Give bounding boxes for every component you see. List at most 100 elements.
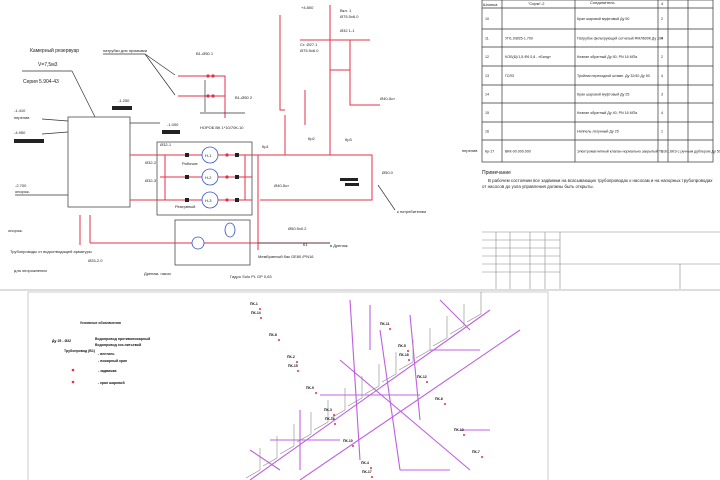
table-cell-name: Патрубок фильтрующий сетчатый ФМЛ600К Ду… [577, 37, 663, 41]
top-label: Ø32 1-1 [340, 28, 355, 33]
pipe-segment [449, 325, 465, 335]
valve-tag: Кр3 [345, 137, 353, 142]
pipe-label: Ø32-1 [160, 142, 172, 147]
svg-text:4: 4 [661, 1, 664, 6]
riser-tag: ПК-5 [398, 344, 406, 348]
top-label: Ø40-5ст [380, 96, 395, 101]
table-cell-name: Клапан обратный Ду 50, PN 16 МПа [577, 55, 637, 59]
k1-label: К1 [303, 242, 308, 247]
pipe-label: Ø25-2.0 [88, 258, 103, 263]
table-cell-qty: 1 [661, 130, 663, 134]
fire-hydrant-icon [260, 317, 262, 319]
table-cell-qty: 2 [661, 55, 663, 59]
riser-tag: ПК-10 [343, 439, 353, 443]
level-label: -4.950 [14, 130, 26, 135]
pipe-segment [245, 469, 261, 479]
pipe-label: В1-Ø50 2 [235, 95, 253, 100]
pipe-segment [296, 433, 312, 443]
fire-hydrant-icon [296, 361, 298, 363]
table-cell-designation: УП1.0/Ø25-1.700 [505, 37, 533, 41]
pump: Н-3 [201, 191, 219, 209]
table-cell-designation: KOБ(Б)/1,5-Ф6 0,8 - «Билд» [505, 55, 551, 59]
left-note: для опорожнения [14, 268, 47, 273]
valve-tag: Кр2 [308, 136, 316, 141]
svg-text:- пожарный кран: - пожарный кран [98, 359, 127, 363]
drain-pump-label: Дренаж. насос [144, 271, 171, 276]
fire-hydrant-icon [408, 359, 410, 361]
level-note: опорож. [8, 228, 23, 233]
axonometric-pipe-network: ПК-1ПК-2ПК-3ПК-4ПК-5ПК-6ПК-7ПК-8ПК-9ПК-1… [245, 292, 521, 480]
svg-text:- вентиль: - вентиль [98, 352, 115, 356]
top-label: Ø75.5х6.0 [340, 14, 359, 19]
riser-tag: ПК-3 [324, 408, 332, 412]
riser-tag: ПК-14 [251, 311, 261, 315]
notes-text: В рабочем состоянии все задвижки на всас… [482, 178, 713, 189]
riser-tag: ПК-13 [454, 428, 464, 432]
tank [67, 116, 131, 208]
svg-text:Соединитель: Соединитель [590, 0, 615, 5]
pipe-segment [381, 373, 397, 383]
pump-group-label: НОРОБ ВК 1*10/70К-10 [200, 125, 244, 130]
table-cell-pos: 15 [485, 111, 489, 115]
table-cell-name: Клапан обратный Ду 40, PN 16 МПа [577, 111, 637, 115]
fire-hydrant-icon [370, 467, 372, 469]
pipe-segment [313, 421, 329, 431]
level-label: -1.250 [118, 98, 130, 103]
level-label: -1.410 [14, 108, 26, 113]
level-note: опорож. [15, 189, 30, 194]
valve-tag: Кр1 [262, 144, 270, 149]
fire-hydrant-icon [334, 423, 336, 425]
table-row: 16 Ниппель латунный Ду 25 1 [485, 130, 663, 134]
pump-reserve-label: Резервный [175, 204, 195, 209]
riser-tag: ПК-8 [269, 333, 277, 337]
top-label: Ст. Ø27.1 [300, 42, 318, 47]
riser-tag: ПК-17 [362, 470, 372, 474]
svg-text:Водопровод хоз-питьевой: Водопровод хоз-питьевой [95, 343, 141, 347]
table-cell-name: Электромагнитный клапан нормально закрыт… [577, 150, 720, 154]
fire-hydrant-icon [463, 434, 465, 436]
riser-tag: ПК-4 [361, 461, 369, 465]
to-network-label: в Дренаж [330, 243, 348, 248]
pipe-label: Ø40-5ст [274, 183, 289, 188]
fire-hydrant-icon [389, 328, 391, 330]
fire-hydrant-icon [444, 403, 446, 405]
table-cell-pos: 14 [485, 93, 489, 97]
fire-hydrant-icon [315, 392, 317, 394]
pump-group-frame [156, 141, 253, 216]
table-cell-qty: 3 [661, 93, 663, 97]
pipe-segment [262, 457, 278, 467]
title-block [482, 231, 720, 290]
riser-tag: ПК-18 [399, 353, 409, 357]
membrane-tank-label: Мембранный бак GE80 /PN16 [258, 254, 314, 259]
pipe-segment [432, 337, 448, 347]
table-cell-name: Кран шаровой муфтовый Ду 25 [577, 93, 629, 97]
table-cell-name: Кран шаровой муфтовый Ду 50 [577, 17, 629, 21]
table-cell-pos: 16 [485, 130, 489, 134]
drain-pump [191, 236, 205, 250]
table-cell-designation: ГОЛЗ [505, 74, 514, 78]
svg-text:Шпонка: Шпонка [483, 2, 498, 7]
pipe-segment [379, 329, 401, 471]
riser-tag: ПК-9 [306, 386, 314, 390]
tank-series: Серия 5.904-43 [23, 79, 59, 85]
table-cell-pos: 10 [485, 17, 489, 21]
axonometry-legend: Условные обозначения Ду 25 - Ø32 Водопро… [52, 321, 150, 385]
notes-title: Примечание [482, 170, 511, 176]
pipe-segment [466, 313, 482, 323]
fire-hydrant-icon [297, 370, 299, 372]
table-cell-name: Ниппель латунный Ду 25 [577, 130, 619, 134]
fire-hydrant-icon [259, 308, 261, 310]
pipe-segment [249, 449, 281, 471]
pipe-segment [339, 359, 471, 471]
fire-hydrant-icon [278, 339, 280, 341]
membrane-tank [224, 222, 236, 238]
level-label: -1.000 [167, 122, 179, 127]
level-label: -2.700 [15, 183, 27, 188]
riser-tag: ПК-2 [287, 355, 295, 359]
svg-text:Н-3: Н-3 [205, 198, 212, 203]
tank-volume: V=7,5м3 [38, 62, 58, 68]
